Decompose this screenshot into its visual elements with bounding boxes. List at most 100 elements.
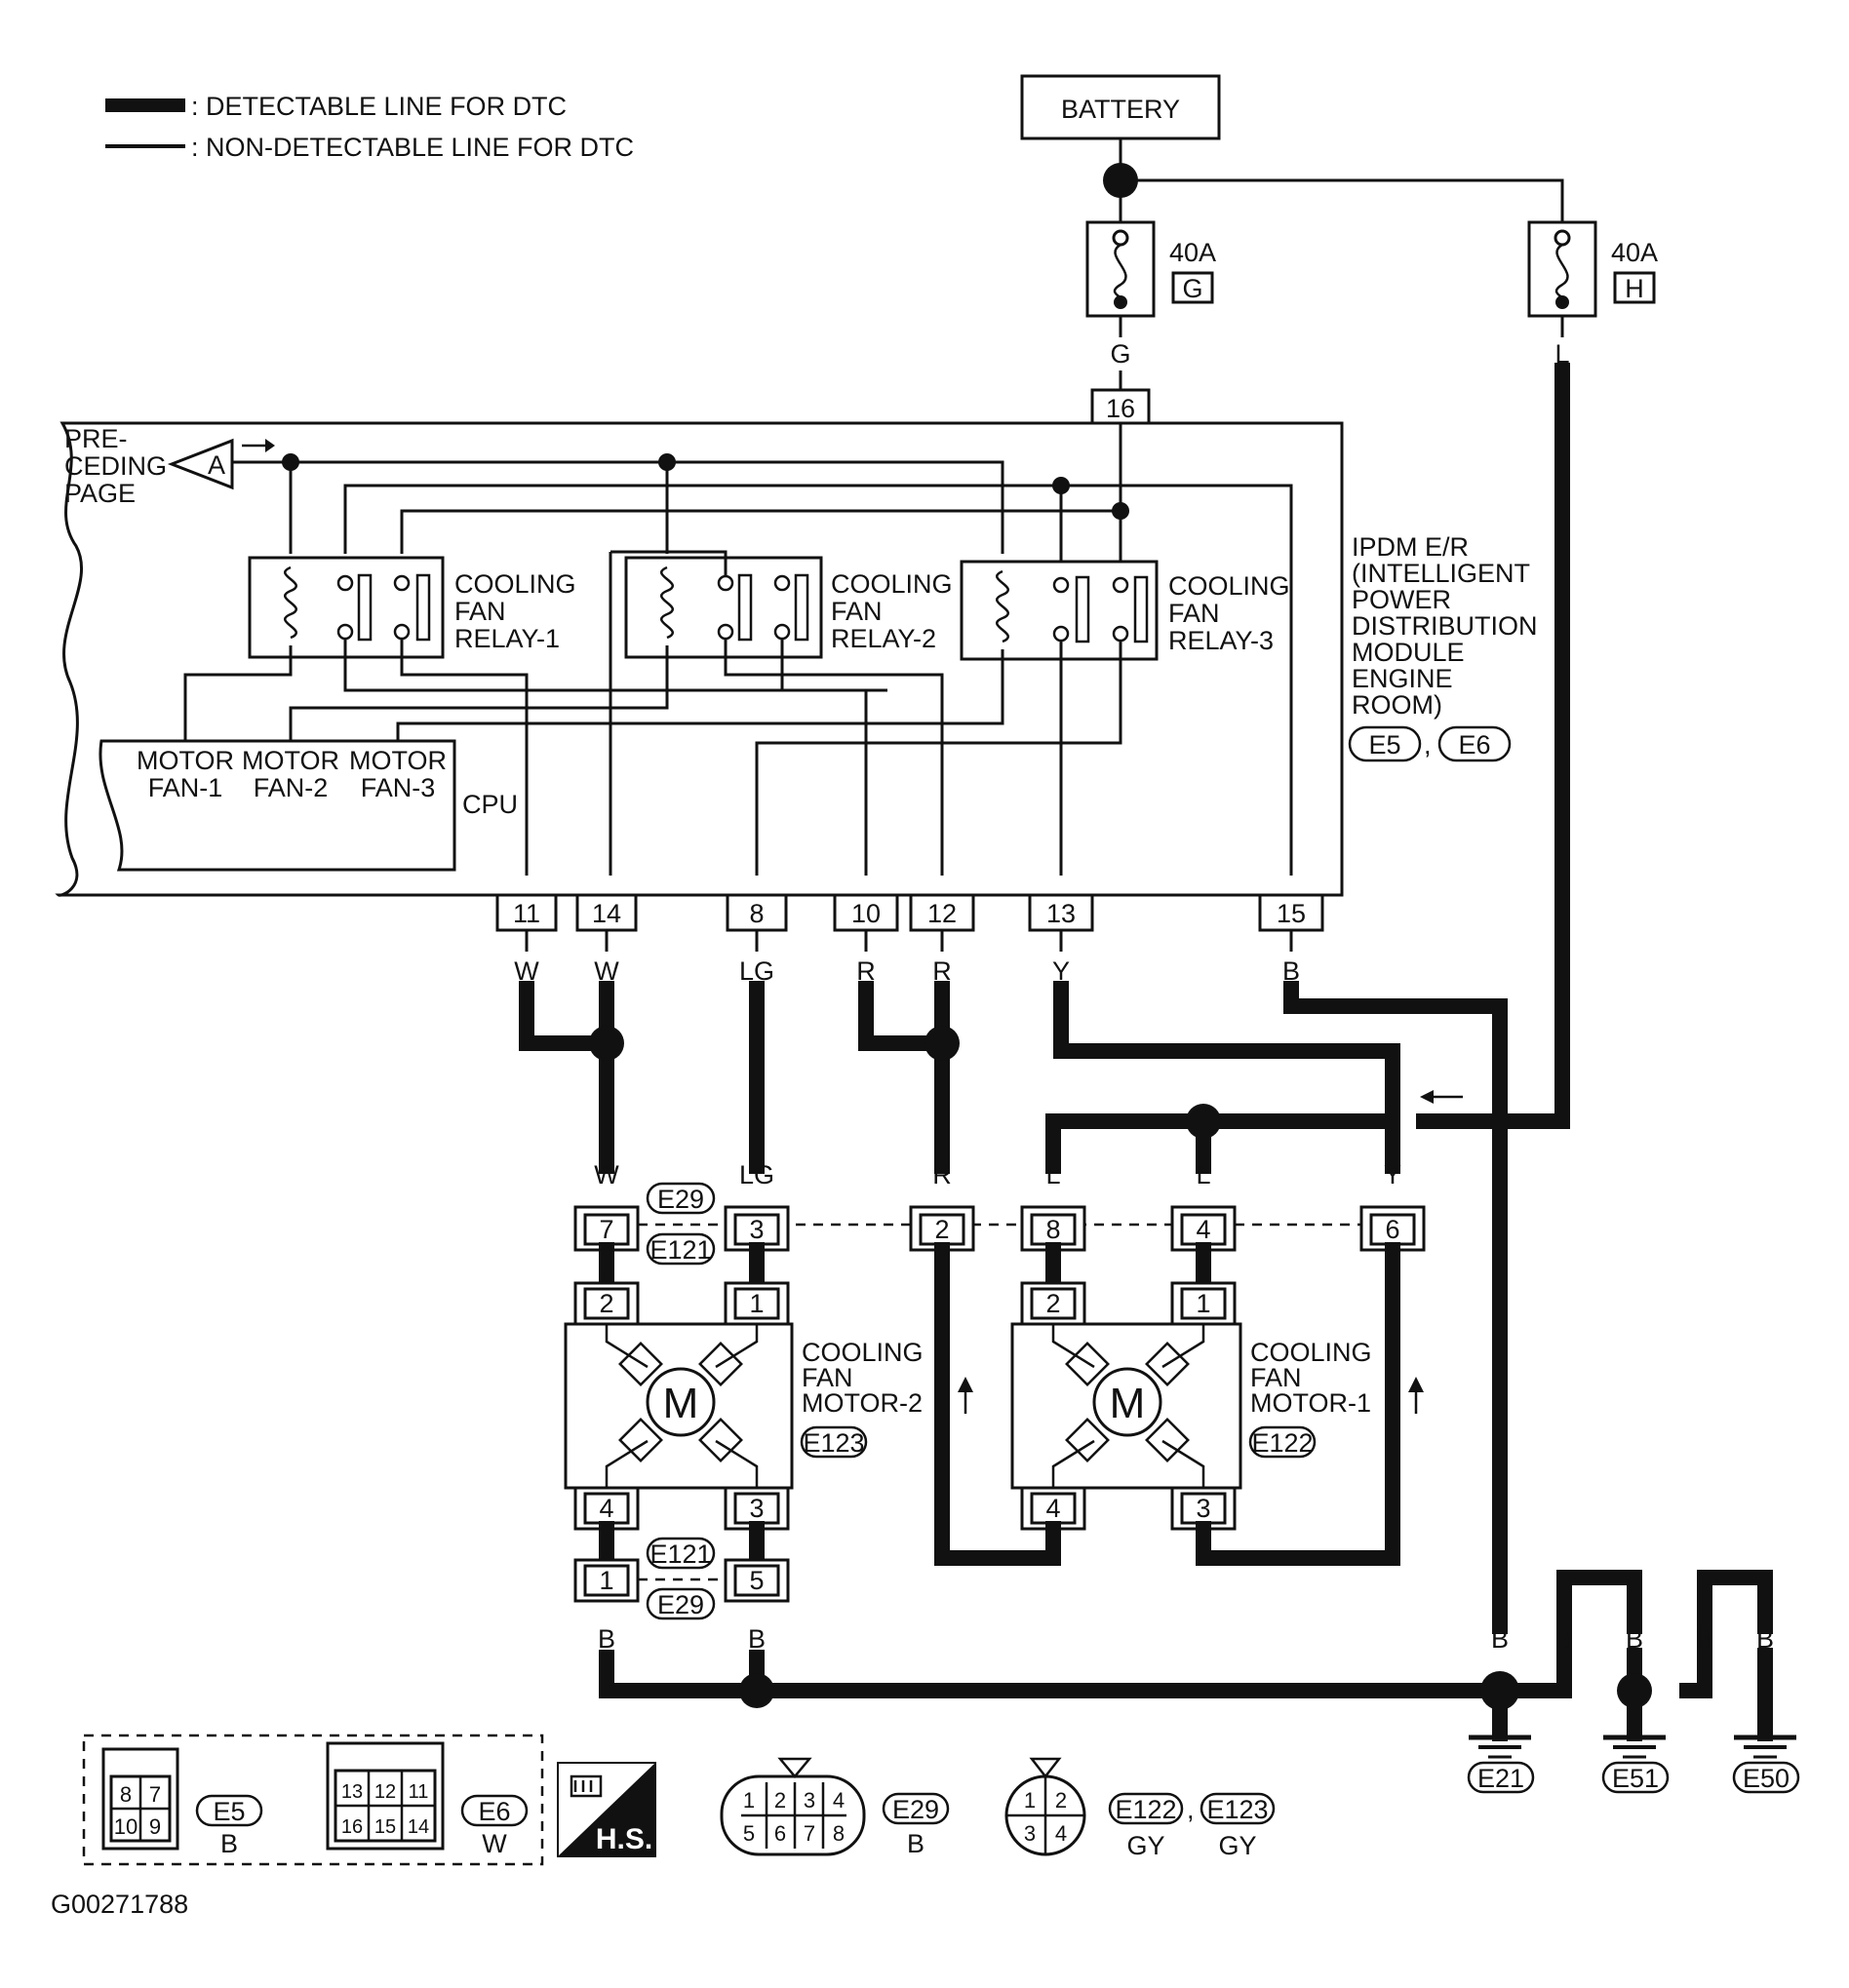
svg-text:3: 3 bbox=[804, 1788, 815, 1813]
wire-color-g: G bbox=[1110, 339, 1130, 369]
svg-text:W: W bbox=[482, 1829, 507, 1858]
relay-3-line1: COOLING bbox=[1168, 571, 1290, 601]
relay-3-line2: FAN bbox=[1168, 599, 1220, 628]
svg-text:2: 2 bbox=[599, 1289, 613, 1318]
svg-text:10: 10 bbox=[114, 1814, 138, 1839]
fuse-g-code: G bbox=[1182, 274, 1202, 303]
hs-label: H.S. bbox=[596, 1823, 652, 1855]
svg-text:E123: E123 bbox=[1206, 1795, 1268, 1824]
fuse-h-code: H bbox=[1625, 274, 1644, 303]
ipdm-pin-14: 14 bbox=[575, 893, 638, 932]
svg-text:M: M bbox=[663, 1380, 699, 1427]
relay-1-line3: RELAY-1 bbox=[454, 624, 560, 653]
ipdm-pin-15: 15 bbox=[1258, 893, 1324, 932]
svg-text:M: M bbox=[1110, 1380, 1146, 1427]
harness-wires: W LG R L L Y bbox=[519, 363, 1570, 1634]
svg-text:4: 4 bbox=[599, 1494, 613, 1523]
ground-e50: E50 bbox=[1743, 1764, 1790, 1793]
svg-text:6: 6 bbox=[774, 1821, 786, 1846]
relay-3-line3: RELAY-3 bbox=[1168, 626, 1274, 655]
relay-1-line2: FAN bbox=[454, 597, 506, 626]
preceding-page-line2: CEDING bbox=[64, 451, 167, 481]
cooling-fan-relay-2: COOLING FAN RELAY-2 bbox=[624, 556, 953, 659]
svg-text:7: 7 bbox=[599, 1215, 613, 1244]
svg-text:7: 7 bbox=[149, 1782, 161, 1807]
preceding-page-line1: PRE- bbox=[64, 424, 128, 453]
svg-text:IPDM E/R: IPDM E/R bbox=[1352, 532, 1469, 562]
ipdm-module: 16 PRE- CEDING PAGE A COOLING bbox=[55, 388, 1538, 897]
svg-text:FAN: FAN bbox=[802, 1363, 853, 1392]
fuse-g: 40A G bbox=[1085, 220, 1216, 318]
motor-2-symbol bbox=[646, 1367, 716, 1437]
svg-text:14: 14 bbox=[408, 1816, 429, 1838]
ipdm-pin-13: 13 bbox=[1028, 893, 1094, 932]
svg-text:14: 14 bbox=[592, 899, 621, 928]
e121-label-upper: E121 bbox=[649, 1235, 711, 1265]
battery-section: BATTERY 40A G 40A H G L bbox=[1020, 74, 1658, 390]
svg-text:R: R bbox=[932, 956, 952, 986]
svg-text:W: W bbox=[594, 1160, 619, 1189]
fuse-h: 40A H bbox=[1527, 220, 1658, 318]
svg-text:8: 8 bbox=[749, 899, 764, 928]
figure-id: G00271788 bbox=[51, 1890, 188, 1919]
svg-text:16: 16 bbox=[1106, 394, 1135, 423]
svg-text:FAN: FAN bbox=[1250, 1363, 1302, 1392]
cpu-box bbox=[98, 739, 456, 872]
legend-non-detectable-label: : NON-DETECTABLE LINE FOR DTC bbox=[191, 133, 634, 162]
svg-text:COOLING: COOLING bbox=[1250, 1338, 1372, 1367]
e29-pin-4: 4 bbox=[1170, 1205, 1237, 1252]
svg-text:9: 9 bbox=[149, 1814, 161, 1839]
battery-label: BATTERY bbox=[1061, 95, 1180, 124]
connector-view-e5: 8 7 10 9 E5 B bbox=[101, 1747, 263, 1858]
svg-text:4: 4 bbox=[1045, 1494, 1060, 1523]
relay-2-line2: FAN bbox=[831, 597, 883, 626]
svg-text:12: 12 bbox=[374, 1781, 396, 1803]
svg-text:R: R bbox=[856, 956, 876, 986]
preceding-page-marker bbox=[167, 438, 234, 490]
svg-text:E121: E121 bbox=[649, 1540, 711, 1569]
svg-text:B: B bbox=[1555, 1624, 1573, 1654]
preceding-page-line3: PAGE bbox=[64, 479, 136, 508]
svg-text:LG: LG bbox=[739, 1160, 774, 1189]
svg-text:3: 3 bbox=[1024, 1821, 1036, 1846]
svg-text:1: 1 bbox=[1024, 1788, 1036, 1813]
lower-pin-5: 5 bbox=[749, 1566, 764, 1595]
svg-text:MOTOR-1: MOTOR-1 bbox=[1250, 1388, 1371, 1418]
ipdm-conn-e5: E5 bbox=[1368, 730, 1400, 760]
svg-text:L: L bbox=[1045, 1160, 1060, 1189]
svg-text:8: 8 bbox=[833, 1821, 845, 1846]
svg-text:4: 4 bbox=[1196, 1215, 1210, 1244]
motor-2-conn: E123 bbox=[803, 1428, 864, 1458]
lower-pin-1: 1 bbox=[599, 1566, 613, 1595]
svg-text:8: 8 bbox=[1045, 1215, 1060, 1244]
svg-text:,: , bbox=[1187, 1795, 1195, 1824]
harness-side-icon: H.S. bbox=[557, 1762, 656, 1857]
svg-text:16: 16 bbox=[341, 1816, 363, 1838]
svg-text:MOTOR-2: MOTOR-2 bbox=[802, 1388, 923, 1418]
svg-text:3: 3 bbox=[1196, 1494, 1210, 1523]
ipdm-pin-10: 10 bbox=[833, 893, 899, 932]
cpu-label: CPU bbox=[462, 790, 518, 819]
svg-text:Y: Y bbox=[1052, 956, 1070, 986]
ground-bus: B B B B B E21 E51 E50 bbox=[599, 1570, 1800, 1794]
ipdm-pin-11: 11 bbox=[495, 893, 558, 932]
svg-text:12: 12 bbox=[927, 899, 957, 928]
cpu-motor-fan-2-l2: FAN-2 bbox=[254, 773, 329, 802]
ipdm-conn-e6: E6 bbox=[1458, 730, 1490, 760]
preceding-page-marker-label: A bbox=[208, 450, 225, 480]
legend: : DETECTABLE LINE FOR DTC : NON-DETECTAB… bbox=[105, 92, 634, 162]
svg-text:2: 2 bbox=[934, 1215, 949, 1244]
svg-text:B: B bbox=[1282, 956, 1300, 986]
svg-text:2: 2 bbox=[774, 1788, 786, 1813]
svg-text:4: 4 bbox=[833, 1788, 845, 1813]
svg-text:8: 8 bbox=[120, 1782, 132, 1807]
svg-text:1: 1 bbox=[1196, 1289, 1210, 1318]
svg-text:1: 1 bbox=[743, 1788, 755, 1813]
ipdm-pin-8: 8 bbox=[726, 893, 788, 932]
svg-text:B: B bbox=[1756, 1624, 1774, 1654]
cpu-motor-fan-3-l2: FAN-3 bbox=[361, 773, 436, 802]
motor-1-return-wires bbox=[934, 1242, 1424, 1566]
svg-text:13: 13 bbox=[341, 1781, 363, 1803]
svg-text:DISTRIBUTION: DISTRIBUTION bbox=[1352, 611, 1538, 641]
